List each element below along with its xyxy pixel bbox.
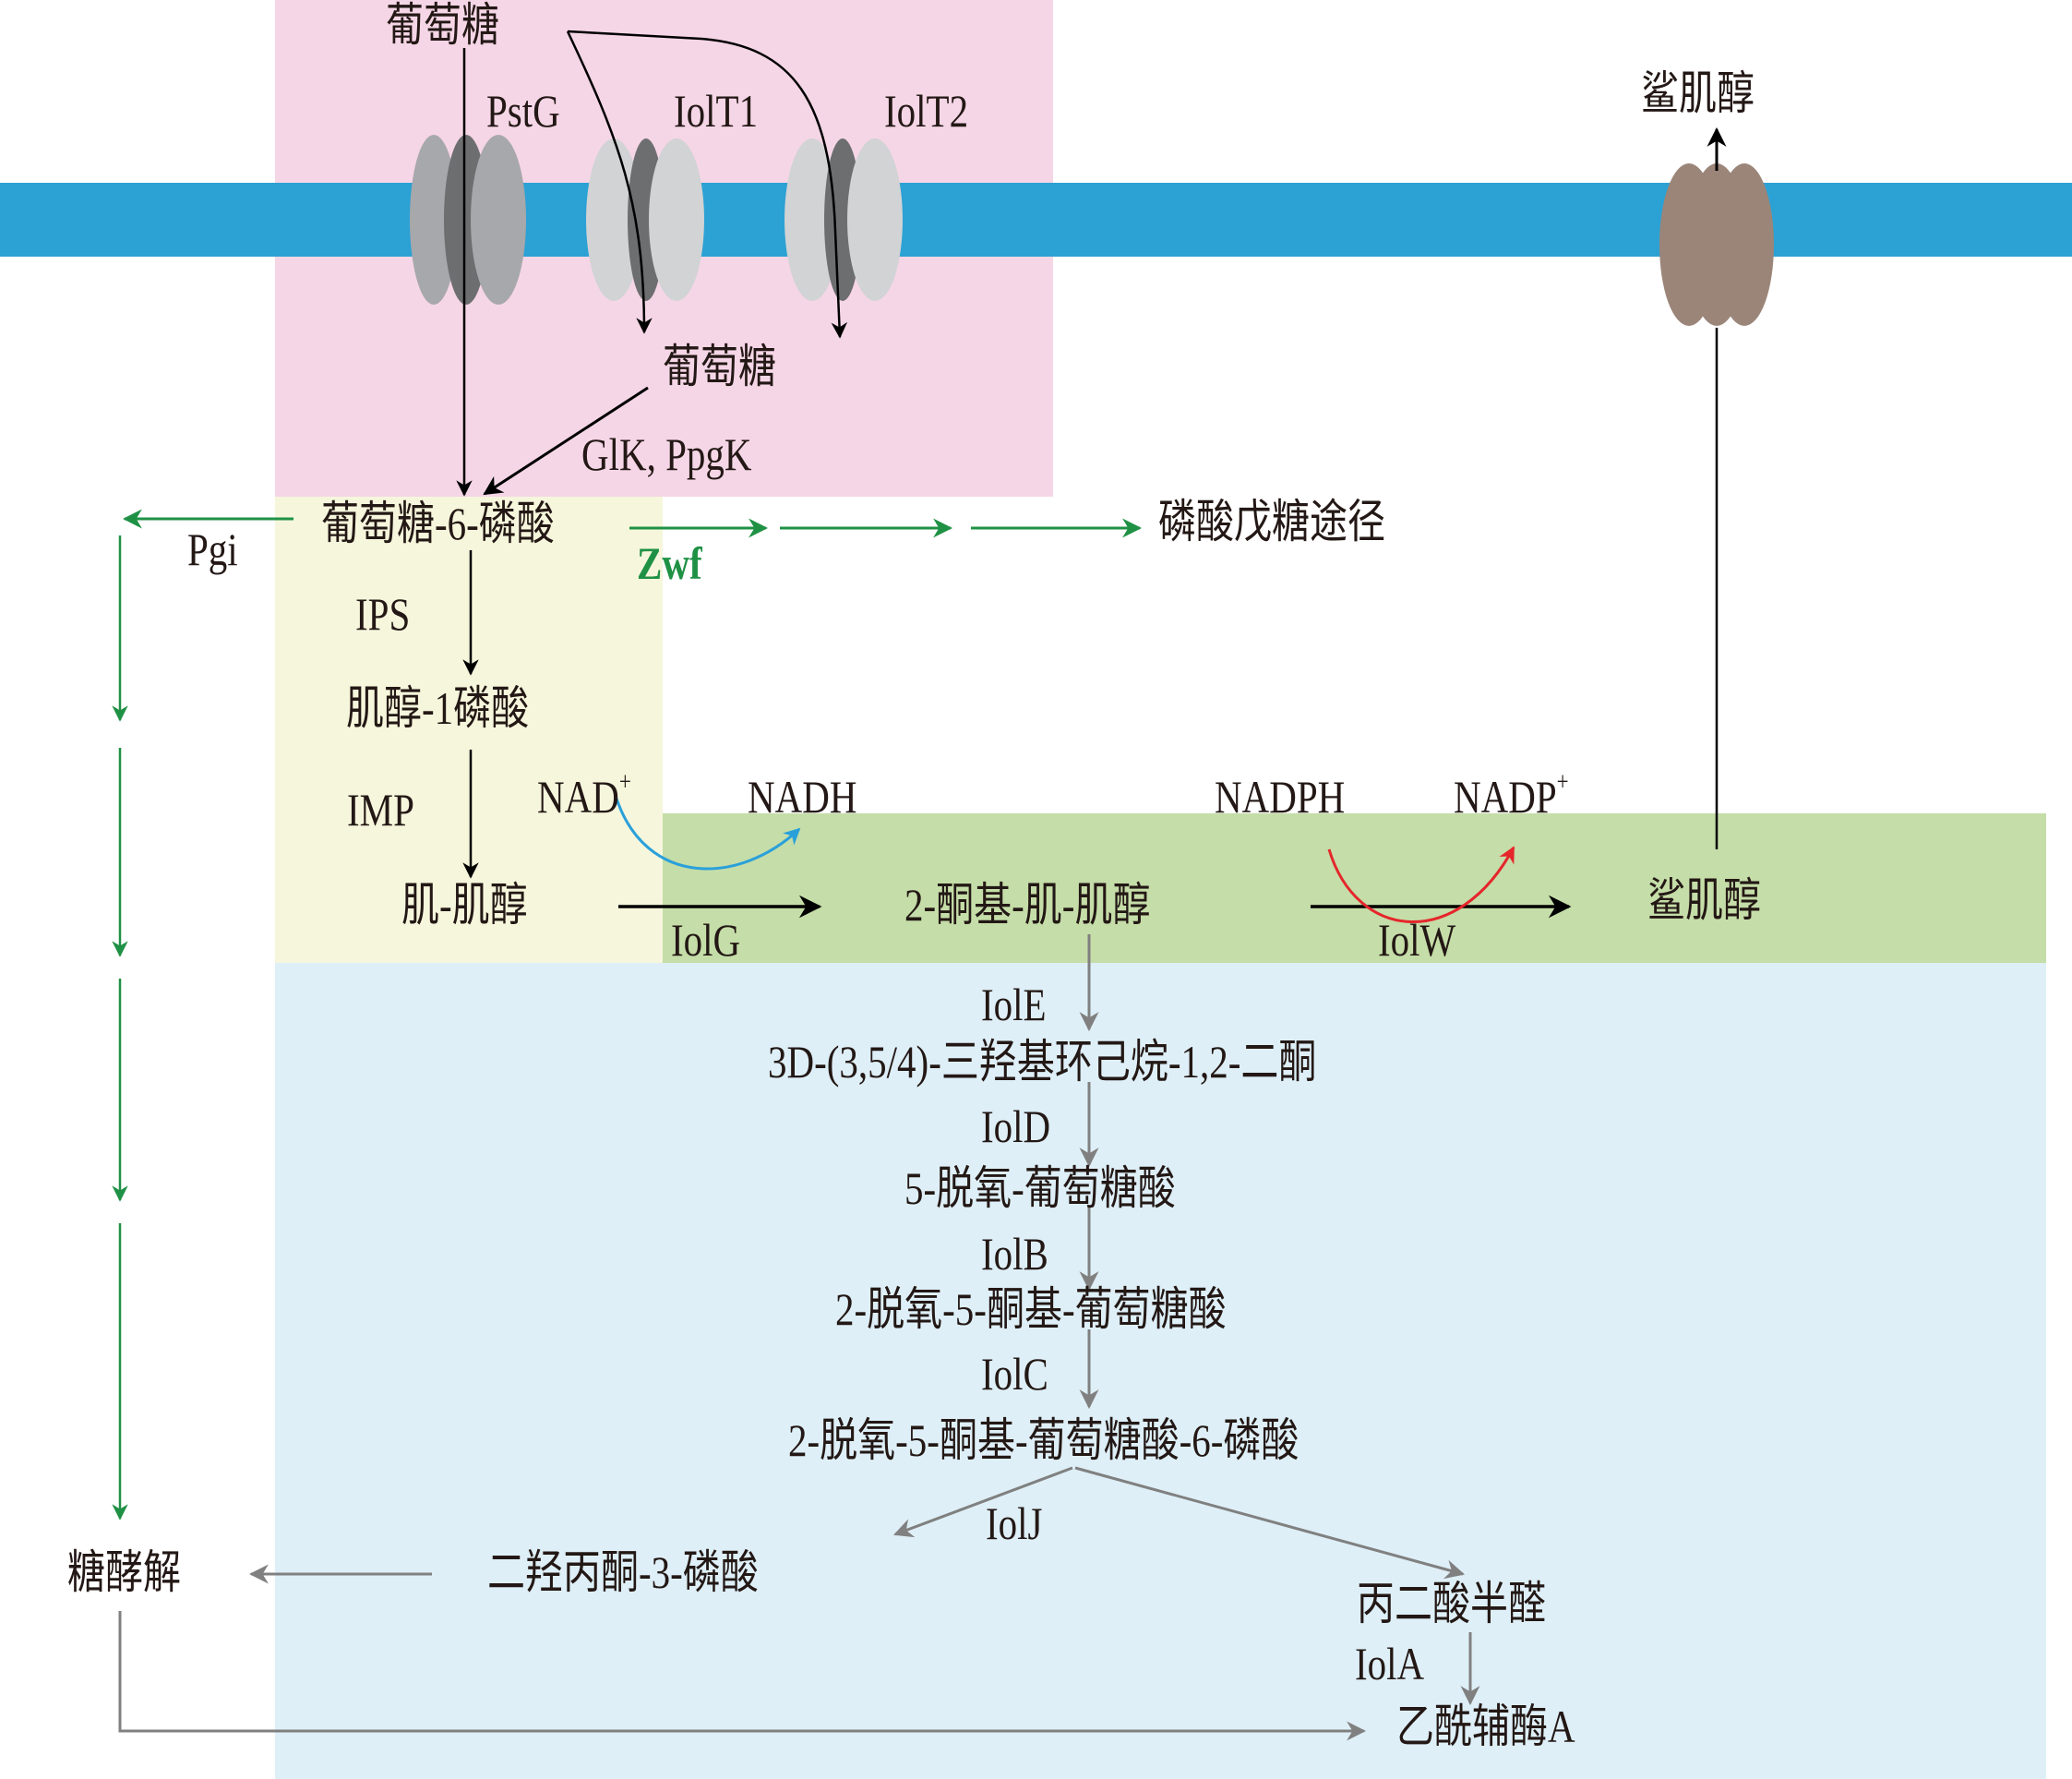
nadp-label: NADP+ (1454, 770, 1569, 823)
inositol-synthesis-region (275, 497, 663, 963)
myo-inositol-label: 肌-肌醇 (401, 879, 528, 931)
nad-cofactor-arrow (615, 798, 801, 871)
iola-label: IolA (1355, 1638, 1425, 1689)
ips-label: IPS (355, 588, 411, 640)
nad-text: NAD (537, 771, 619, 823)
pstg-label: PstG (486, 85, 560, 137)
dhap-label: 二羟丙酮-3-磷酸 (487, 1546, 759, 1598)
dkg-label: 2-脱氧-5-酮基-葡萄糖酸 (835, 1283, 1227, 1335)
nadph-cofactor-arrow (1327, 846, 1515, 923)
nad-label: NAD+ (537, 770, 631, 823)
nadp-text: NADP (1454, 771, 1557, 823)
imp-label: IMP (347, 784, 414, 835)
glucose-extracellular-label: 葡萄糖 (386, 0, 499, 51)
iolt1-transporter-icon (586, 138, 704, 301)
iolj-arrow (893, 1466, 1073, 1538)
g6p-label: 葡萄糖-6-磷酸 (321, 498, 555, 549)
pentose-pathway-label: 磷酸戊糖途径 (1158, 496, 1385, 547)
pstg-transporter-icon (410, 135, 526, 305)
iolt2-label: IolT2 (884, 85, 969, 137)
zwf-label: Zwf (637, 537, 702, 589)
nad-superscript: + (618, 768, 631, 797)
inositol-catabolism-region (275, 963, 2046, 1779)
iolt2-uptake-arrow (567, 30, 848, 339)
scyllo-inositol-exporter-icon (1659, 163, 1774, 326)
iolw-label: IolW (1378, 914, 1456, 966)
thd-label: 3D-(3,5/4)-三羟基环己烷-1,2-二酮 (768, 1036, 1317, 1088)
glk-ppgk-arrow (483, 386, 649, 496)
glycolysis-acetylcoa-arrow (118, 1611, 1367, 1741)
iolg-label: IolG (671, 914, 741, 966)
scyllo-inositol-extracellular-label: 鲨肌醇 (1641, 67, 1755, 119)
malonate-arrow (1074, 1466, 1466, 1580)
iolj-label: IolJ (986, 1497, 1043, 1549)
iole-label: IolE (981, 979, 1047, 1030)
nadh-label: NADH (748, 771, 857, 823)
iold-label: IolD (981, 1100, 1051, 1152)
deoxy-gluconate-label: 5-脱氧-葡萄糖酸 (904, 1162, 1176, 1214)
keto-inositol-label: 2-酮基-肌-肌醇 (904, 879, 1151, 931)
nadph-label: NADPH (1215, 771, 1346, 823)
iolb-label: IolB (981, 1228, 1048, 1280)
malonate-semialdehyde-label: 丙二酸半醛 (1357, 1578, 1546, 1629)
iolt1-label: IolT1 (674, 85, 759, 137)
glycolysis-label: 糖酵解 (67, 1546, 181, 1598)
inositol-1-phosphate-label: 肌醇-1磷酸 (346, 682, 530, 734)
iolt2-transporter-icon (784, 138, 903, 301)
iolt1-uptake-arrow (566, 30, 653, 334)
nadp-superscript: + (1556, 768, 1569, 797)
iolc-label: IolC (981, 1348, 1048, 1400)
glucose-intracellular-label: 葡萄糖 (663, 341, 776, 392)
glk-ppgk-label: GlK, PpgK (581, 428, 752, 480)
scyllo-inositol-label: 鲨肌醇 (1647, 874, 1761, 926)
pgi-label: Pgi (187, 523, 238, 575)
inositol-conversion-region (663, 813, 2046, 963)
dkgp-label: 2-脱氧-5-酮基-葡萄糖酸-6-磷酸 (788, 1414, 1299, 1466)
acetyl-coa-label: 乙酰辅酶A (1396, 1701, 1575, 1752)
